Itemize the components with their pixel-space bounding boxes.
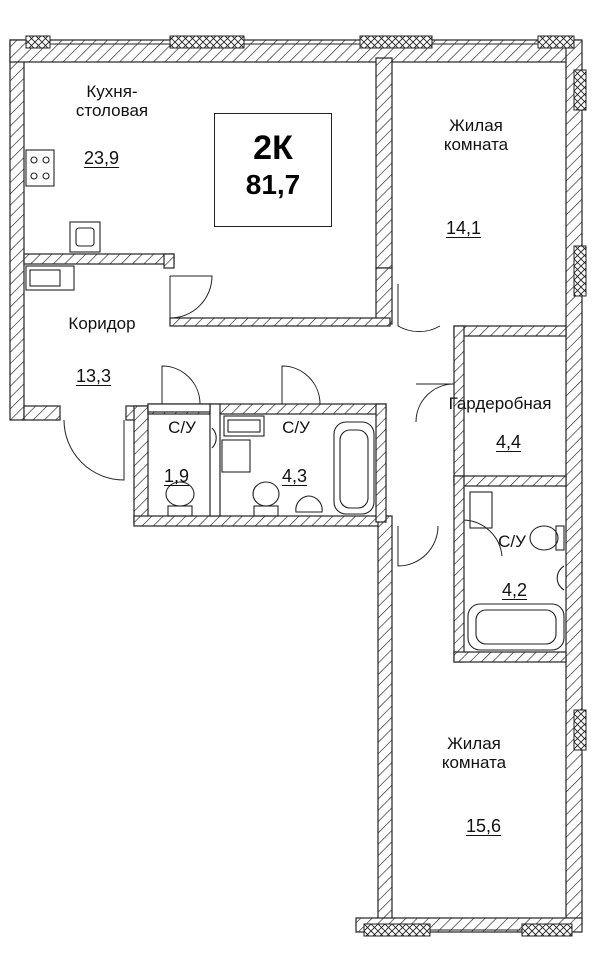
room-area-living-1: 14,1 [446, 218, 482, 238]
room-name-wc-1: С/У [168, 418, 196, 437]
room-area-wc-3: 4,2 [502, 580, 528, 600]
room-name-wc-2: С/У [282, 418, 310, 437]
apartment-type: 2К [253, 129, 293, 167]
windows [25, 35, 587, 937]
interior-walls [23, 57, 567, 663]
apartment-summary: 2К 81,7 [214, 113, 332, 227]
room-name-living-2: Жилая комната [441, 734, 507, 772]
room-name-corridor: Коридор [68, 314, 136, 333]
room-area-corridor: 13,3 [76, 366, 112, 386]
fixtures [25, 149, 565, 651]
room-name-wc-3: С/У [498, 532, 526, 551]
room-area-wc-2: 4,3 [282, 466, 308, 486]
apartment-total-area: 81,7 [245, 169, 301, 200]
room-area-living-2: 15,6 [466, 816, 502, 836]
room-name-wardrobe: Гардеробная [448, 394, 552, 413]
room-name-kitchen: Кухня- столовая [75, 82, 149, 120]
room-area-kitchen: 23,9 [84, 148, 120, 168]
doors [63, 275, 503, 567]
exterior-walls [9, 39, 583, 933]
room-area-wc-1: 1,9 [164, 466, 190, 486]
room-area-wardrobe: 4,4 [496, 432, 522, 452]
room-name-living-1: Жилая комната [443, 116, 509, 154]
